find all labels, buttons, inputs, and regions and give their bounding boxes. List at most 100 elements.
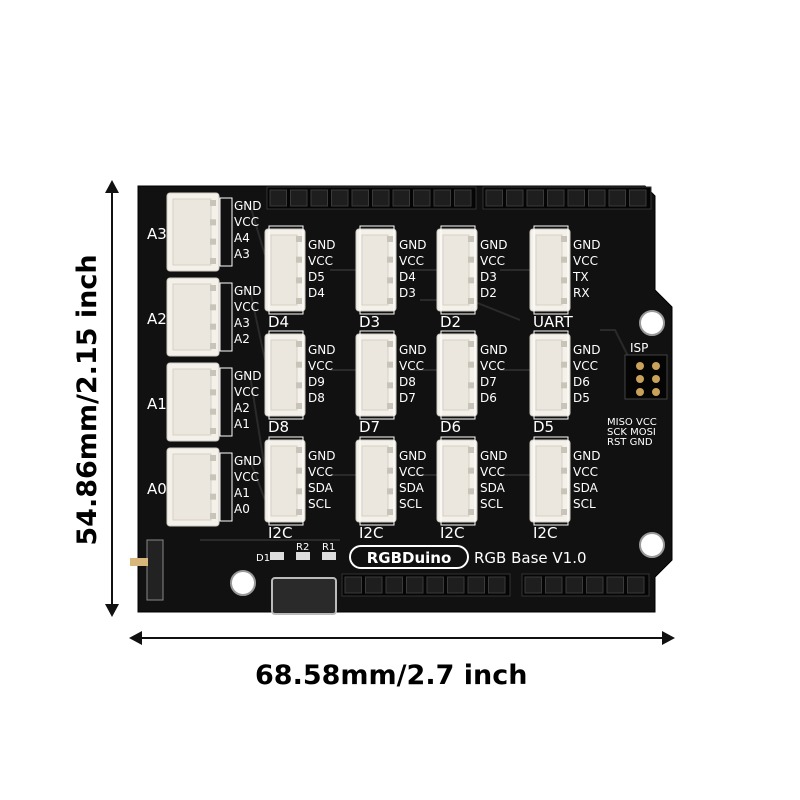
- isp-title: ISP: [630, 341, 648, 355]
- pin-label: SCL: [480, 497, 503, 511]
- height-dimension-line: [111, 188, 113, 612]
- pin-label: VCC: [480, 465, 505, 479]
- pin-label: VCC: [399, 254, 424, 268]
- mounting-hole: [639, 532, 665, 558]
- connector-pin: [387, 403, 393, 409]
- grove-port: [529, 333, 571, 417]
- connector-pin: [210, 285, 216, 291]
- pin-label: D3: [480, 270, 497, 284]
- connector-pin: [561, 382, 567, 389]
- connector-pin: [210, 370, 216, 376]
- model-label: RGB Base V1.0: [474, 549, 587, 567]
- connector-pin: [468, 403, 474, 409]
- connector-pin: [561, 509, 567, 515]
- pin-label: GND: [234, 199, 262, 213]
- grove-port: [529, 228, 571, 312]
- grove-port: [355, 439, 397, 523]
- connector-pin: [387, 236, 393, 242]
- pin-label: GND: [399, 449, 427, 463]
- smd-component: [270, 552, 284, 560]
- connector-cavity: [172, 283, 212, 351]
- pin-label: SDA: [573, 481, 599, 495]
- pin-label: D5: [308, 270, 325, 284]
- header-socket: [385, 576, 403, 594]
- pin-label: VCC: [308, 359, 333, 373]
- connector-pin: [561, 447, 567, 453]
- connector-pin: [387, 256, 393, 263]
- smd-component: [296, 552, 310, 560]
- header-socket: [310, 189, 328, 207]
- connector-cavity: [361, 339, 389, 411]
- pin-label: A1: [234, 486, 250, 500]
- pin-label-box: [219, 197, 233, 267]
- grove-ports: [166, 192, 571, 527]
- port-outline: [268, 436, 304, 526]
- connector-pin: [561, 298, 567, 304]
- pin-label: A0: [234, 502, 250, 516]
- connector-cavity: [442, 445, 470, 517]
- arrow-left-icon: [129, 631, 142, 645]
- connector-pin: [561, 403, 567, 409]
- port-name: I2C: [268, 524, 292, 542]
- port-outline: [440, 225, 476, 315]
- port-name: D8: [268, 418, 289, 436]
- mounting-hole: [230, 570, 256, 596]
- connector-pin: [561, 488, 567, 495]
- pin-label: D7: [480, 375, 497, 389]
- connector-pin: [468, 361, 474, 368]
- connector-pin: [561, 277, 567, 284]
- pin-label: A2: [234, 401, 250, 415]
- connector-pin: [210, 493, 216, 500]
- pin-label: TX: [572, 270, 589, 284]
- header-socket: [506, 189, 524, 207]
- component-label: D1: [256, 553, 270, 564]
- header-socket: [467, 576, 485, 594]
- header-socket: [392, 189, 410, 207]
- port-outline: [440, 436, 476, 526]
- header-socket: [454, 189, 472, 207]
- port-name: D6: [440, 418, 461, 436]
- header-socket: [331, 189, 349, 207]
- mounting-hole: [639, 310, 665, 336]
- port-outline: [359, 225, 395, 315]
- connector-pin: [387, 488, 393, 495]
- connector-pin: [210, 323, 216, 330]
- pin-label: RX: [573, 286, 590, 300]
- connector-cavity: [270, 445, 298, 517]
- pin-label: D9: [308, 375, 325, 389]
- usb-connector: [271, 577, 337, 615]
- port-name: D2: [440, 313, 461, 331]
- pin-label: VCC: [399, 359, 424, 373]
- connector-pin: [468, 382, 474, 389]
- header-socket: [586, 576, 604, 594]
- pin-label: VCC: [308, 465, 333, 479]
- port-name: D5: [533, 418, 554, 436]
- connector-pin: [468, 447, 474, 453]
- pin-label: VCC: [573, 359, 598, 373]
- left-grove-port: [166, 362, 220, 442]
- connector-cavity: [270, 339, 298, 411]
- connector-cavity: [361, 234, 389, 306]
- grove-port: [355, 333, 397, 417]
- pin-label: GND: [480, 343, 508, 357]
- pin-label: VCC: [573, 465, 598, 479]
- bottom-right-pin-header: [521, 573, 650, 597]
- top-right-pin-header: [482, 186, 652, 210]
- connector-pin: [561, 467, 567, 474]
- connector-pin: [210, 258, 216, 264]
- port-outline: [533, 330, 569, 420]
- slide-switch-knob: [130, 558, 148, 566]
- pin-label-box: [219, 452, 233, 522]
- header-socket: [526, 189, 544, 207]
- pin-label: D5: [573, 391, 590, 405]
- isp-header: [624, 354, 668, 400]
- component-label: R1: [322, 542, 335, 553]
- arrow-right-icon: [662, 631, 675, 645]
- silkscreen-labels: A3GNDVCCA4A3A2GNDVCCA3A2A1GNDVCCA2A1A0GN…: [147, 199, 657, 567]
- connector-pin: [210, 408, 216, 415]
- isp-label: RST GND: [607, 437, 653, 448]
- port-outline: [359, 436, 395, 526]
- connector-pin: [210, 200, 216, 206]
- pin-label: D8: [399, 375, 416, 389]
- header-socket: [413, 189, 431, 207]
